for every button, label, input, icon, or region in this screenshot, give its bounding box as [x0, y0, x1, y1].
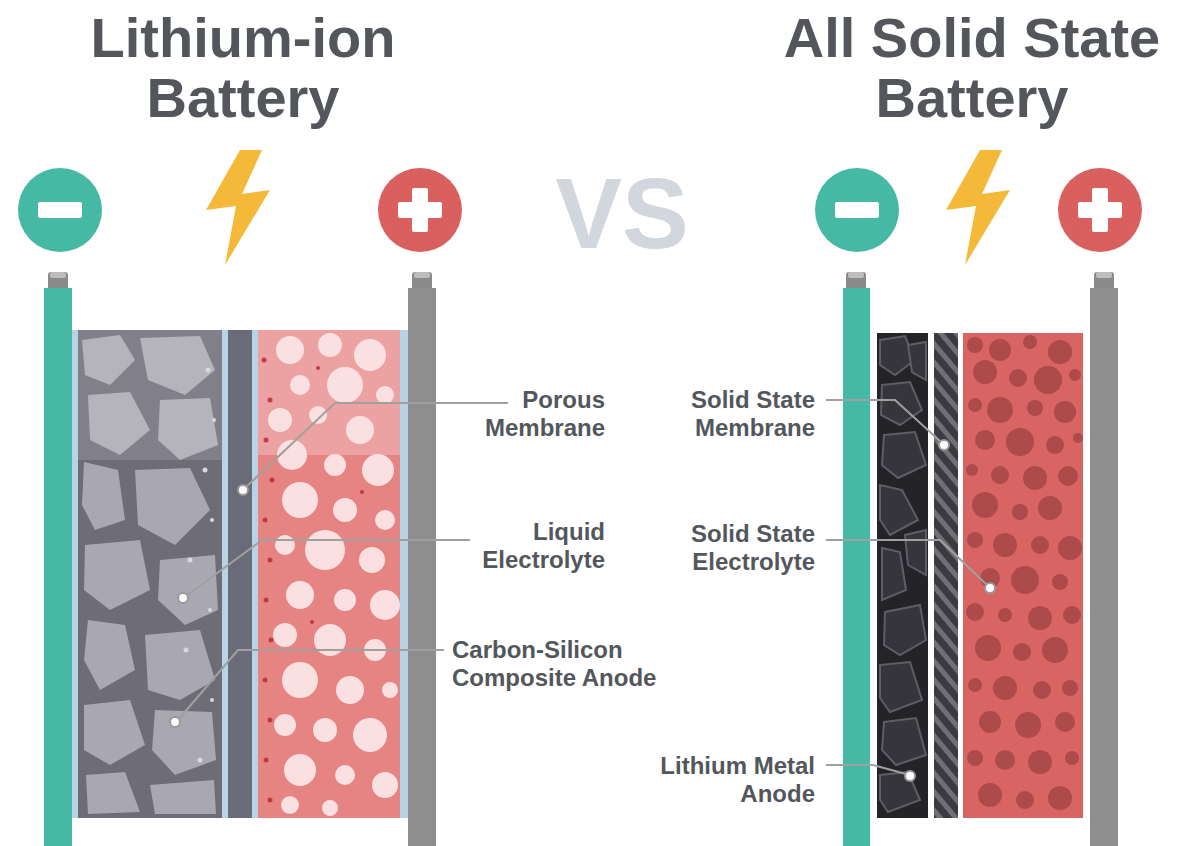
part-label: Liquid Electrolyte [450, 518, 605, 574]
negative-terminal [44, 288, 72, 846]
part-label: Carbon-Silicon Composite Anode [452, 636, 702, 692]
leader-dots [170, 440, 995, 781]
solid-electrolyte-graphic [963, 333, 1083, 818]
positive-terminal [1090, 288, 1118, 846]
plus-icon [1058, 168, 1142, 252]
heading: Lithium-ion Battery [53, 8, 433, 128]
minus-icon [18, 168, 102, 252]
part-label: Solid State Electrolyte [655, 520, 815, 576]
solid-membrane-graphic [934, 333, 958, 818]
minus-icon [815, 168, 899, 252]
porous-membrane-graphic [228, 330, 252, 818]
lightning-icon [946, 150, 1010, 265]
positive-terminal [408, 288, 436, 846]
lightning-icon [206, 150, 270, 265]
negative-terminal [843, 288, 870, 846]
heading: All Solid State Battery [767, 8, 1177, 128]
versus-mark: VS [522, 163, 722, 263]
part-label: Solid State Membrane [655, 386, 815, 442]
anode-graphic [78, 330, 222, 818]
part-label: Porous Membrane [450, 386, 605, 442]
leader-lines [178, 400, 987, 774]
plus-icon [378, 168, 462, 252]
part-label: Lithium Metal Anode [645, 752, 815, 808]
